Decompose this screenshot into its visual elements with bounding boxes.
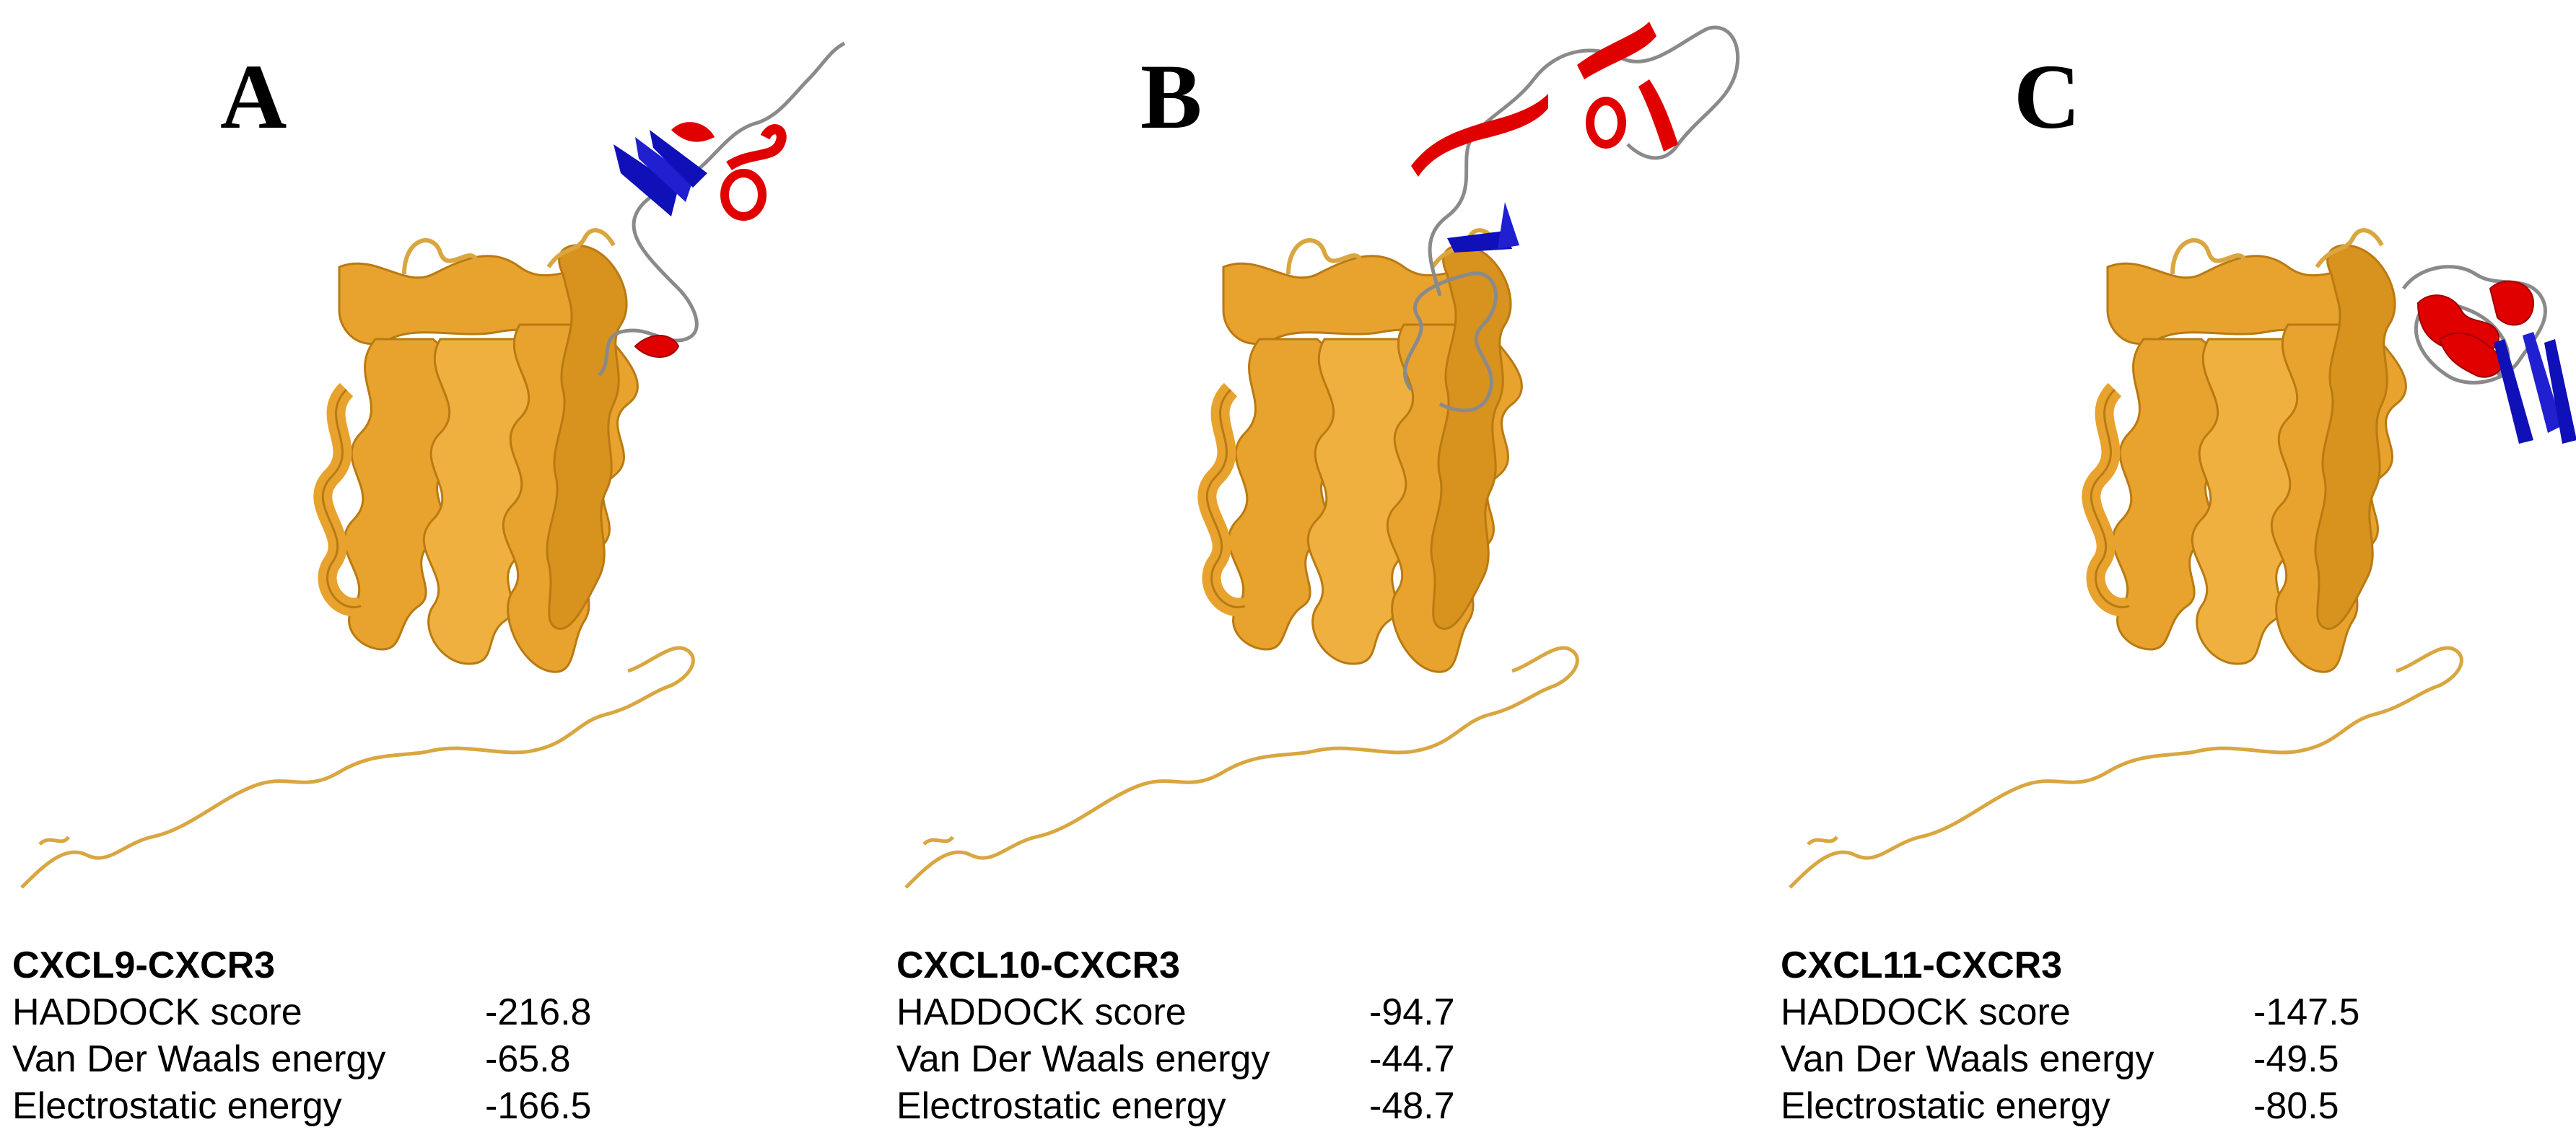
stat-value: -216.8 — [485, 991, 592, 1033]
stat-value: -49.5 — [2253, 1038, 2339, 1080]
stat-label: HADDOCK score — [12, 991, 302, 1033]
stat-value: -80.5 — [2253, 1085, 2339, 1127]
stat-row-electrostatic: Electrostatic energy -166.5 — [12, 1083, 842, 1130]
stat-row-haddock: HADDOCK score -94.7 — [896, 989, 1726, 1036]
panel-letter: B — [1140, 45, 1202, 148]
stat-label: Electrostatic energy — [1781, 1085, 2110, 1127]
stat-value: -94.7 — [1369, 991, 1455, 1033]
stat-row-haddock: HADDOCK score -147.5 — [1781, 989, 2576, 1036]
complex-title: CXCL9-CXCR3 — [12, 944, 276, 986]
stat-row-electrostatic: Electrostatic energy -48.7 — [896, 1083, 1726, 1130]
ligand-cxcl10 — [1403, 22, 1740, 413]
panel-letter: C — [2014, 45, 2081, 148]
stat-row-haddock: HADDOCK score -216.8 — [12, 989, 842, 1036]
protein-structure-image — [0, 41, 846, 938]
stat-value: -147.5 — [2253, 991, 2360, 1033]
ligand-cxcl9 — [598, 41, 846, 377]
stat-row-vdw: Van Der Waals energy -44.7 — [896, 1036, 1726, 1083]
stat-label: Van Der Waals energy — [1781, 1038, 2154, 1080]
stat-label: Electrostatic energy — [896, 1085, 1226, 1127]
stat-value: -65.8 — [485, 1038, 571, 1080]
receptor-cxcr3 — [906, 230, 1577, 887]
complex-title: CXCL11-CXCR3 — [1781, 944, 2063, 986]
stat-label: Van Der Waals energy — [896, 1038, 1270, 1080]
stat-label: Electrostatic energy — [12, 1085, 342, 1127]
stats-block: CXCL9-CXCR3 HADDOCK score -216.8 Van Der… — [12, 942, 842, 1130]
stat-row-electrostatic: Electrostatic energy -80.5 — [1781, 1083, 2576, 1130]
stat-label: HADDOCK score — [1781, 991, 2071, 1033]
stat-value: -166.5 — [485, 1085, 592, 1127]
stat-label: HADDOCK score — [896, 991, 1187, 1033]
panel-letter: A — [220, 45, 287, 148]
ligand-cxcl11 — [2401, 265, 2576, 444]
stat-row-vdw: Van Der Waals energy -65.8 — [12, 1036, 842, 1083]
stat-value: -44.7 — [1369, 1038, 1455, 1080]
protein-structure-image — [884, 22, 1740, 938]
receptor-cxcr3 — [1790, 230, 2461, 887]
stat-row-vdw: Van Der Waals energy -49.5 — [1781, 1036, 2576, 1083]
stats-block: CXCL10-CXCR3 HADDOCK score -94.7 Van Der… — [896, 942, 1726, 1130]
panel-c: C CXCL11-CXCR3 HADDOCK score -147.5 Van … — [1768, 0, 2576, 1140]
panel-b: B CXCL10-CXCR3 HADDOCK score -94.7 Van D… — [884, 0, 1742, 1140]
receptor-cxcr3 — [22, 230, 693, 887]
stat-value: -48.7 — [1369, 1085, 1455, 1127]
complex-title: CXCL10-CXCR3 — [896, 944, 1180, 986]
protein-structure-image — [1768, 0, 2576, 938]
panel-a: A CXCL9-CXCR3 HADDOCK score -216.8 Van D… — [0, 0, 858, 1140]
stat-label: Van Der Waals energy — [12, 1038, 386, 1080]
stats-block: CXCL11-CXCR3 HADDOCK score -147.5 Van De… — [1781, 942, 2576, 1130]
